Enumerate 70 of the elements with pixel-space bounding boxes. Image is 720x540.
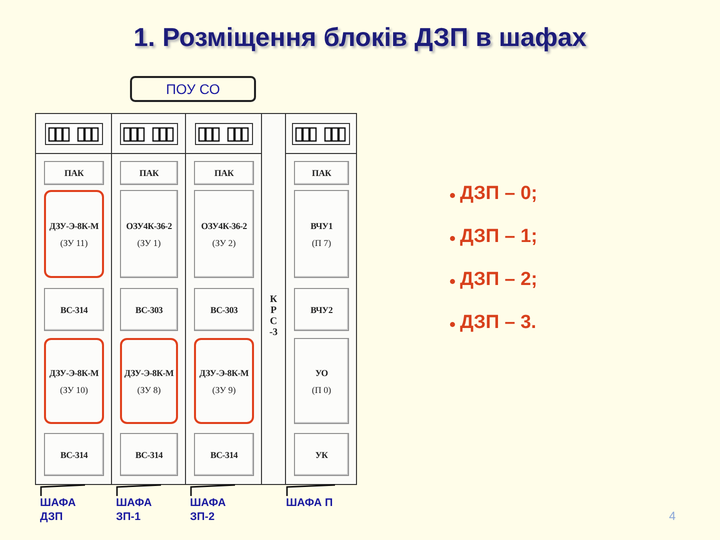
module-label: ОЗУ4К-36-2 xyxy=(126,220,172,230)
module-sublabel: (ЗУ 9) xyxy=(212,384,236,394)
module-box xyxy=(120,433,178,476)
bullet-item: ДЗП – 3. xyxy=(460,312,536,333)
module-box xyxy=(44,338,104,424)
module-label: ДЗУ-Э-8К-М xyxy=(124,368,174,378)
cabinet-frame xyxy=(35,113,112,485)
module-box xyxy=(44,161,104,185)
module-label: ВС-303 xyxy=(135,304,163,314)
module-box xyxy=(294,161,349,185)
slide-title: 1. Розміщення блоків ДЗП в шафах xyxy=(132,22,588,53)
module-label: ВС-314 xyxy=(60,304,88,314)
module-sublabel: (ЗУ 1) xyxy=(137,238,161,248)
leader-line xyxy=(116,484,162,496)
module-label: ВС-314 xyxy=(60,450,88,460)
cabinet-caption: ШАФА ДЗП xyxy=(40,496,77,526)
module-box xyxy=(120,288,178,331)
module-label: ВС-314 xyxy=(210,450,238,460)
cabinet-caption: ШАФА ЗП-2 xyxy=(190,496,227,526)
module-box xyxy=(294,433,349,476)
leader-line xyxy=(286,484,336,496)
module-sublabel: (ЗУ 11) xyxy=(60,238,88,248)
module-box xyxy=(294,190,349,278)
module-label: ОЗУ4К-36-2 xyxy=(201,220,247,230)
module-label: УК xyxy=(315,450,328,460)
cabinet-caption: ШАФА ЗП-1 xyxy=(116,496,153,526)
module-box xyxy=(194,338,254,424)
leader-line xyxy=(190,484,236,496)
module-box xyxy=(194,288,254,331)
module-box xyxy=(294,338,349,424)
module-sublabel: (ЗУ 8) xyxy=(137,384,161,394)
module-label: ДЗУ-Э-8К-М xyxy=(49,220,99,230)
title-box xyxy=(130,76,256,102)
module-box xyxy=(120,338,178,424)
bullet-item: ДЗП – 2; xyxy=(460,269,538,290)
module-sublabel: (П 7) xyxy=(312,238,332,248)
bullet-item: ДЗП – 1; xyxy=(460,226,538,247)
module-label: ПАК xyxy=(139,168,159,178)
cabinet-frame xyxy=(185,113,262,485)
cabinet-frame xyxy=(111,113,186,485)
rack-strip xyxy=(261,113,286,485)
vertical-label: КРС-3 xyxy=(268,294,278,340)
leader-line xyxy=(40,484,86,496)
box-label: ПОУ СО xyxy=(166,81,220,97)
module-label: ДЗУ-Э-8К-М xyxy=(49,368,99,378)
cabinet-caption: ШАФА П xyxy=(286,496,334,511)
module-box xyxy=(294,288,349,331)
module-box xyxy=(194,190,254,278)
module-sublabel: (ЗУ 2) xyxy=(212,238,236,248)
module-label: ПАК xyxy=(64,168,84,178)
module-label: ДЗУ-Э-8К-М xyxy=(199,368,249,378)
bullet-item: ДЗП – 0; xyxy=(460,183,538,204)
module-box xyxy=(44,190,104,278)
module-label: ВЧУ1 xyxy=(310,220,333,230)
module-label: ПАК xyxy=(312,168,332,178)
cabinet-frame xyxy=(285,113,357,485)
module-label: УО xyxy=(315,368,328,378)
module-box xyxy=(44,433,104,476)
module-label: ВС-303 xyxy=(210,304,238,314)
module-box xyxy=(120,161,178,185)
module-box xyxy=(120,190,178,278)
module-label: ПАК xyxy=(214,168,234,178)
module-label: ВЧУ2 xyxy=(310,304,333,314)
module-sublabel: (ЗУ 10) xyxy=(60,384,88,394)
module-box xyxy=(194,433,254,476)
module-sublabel: (П 0) xyxy=(312,384,332,394)
module-box xyxy=(194,161,254,185)
module-box xyxy=(44,288,104,331)
module-label: ВС-314 xyxy=(135,450,163,460)
page-number: 4 xyxy=(669,509,676,523)
